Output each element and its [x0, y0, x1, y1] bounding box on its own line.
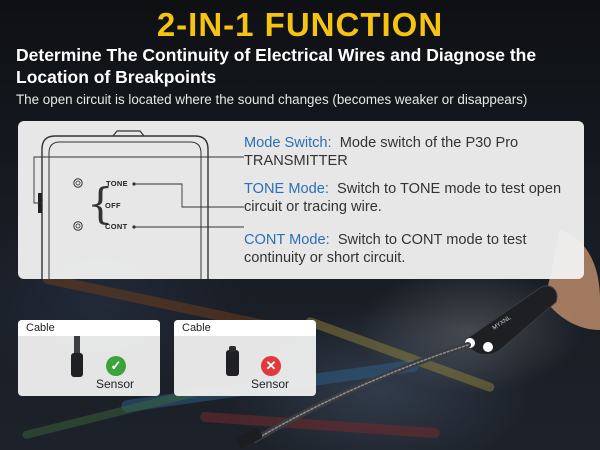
mode-switch-key: Mode Switch: [244, 135, 332, 151]
page-subtitle: Determine The Continuity of Electrical W… [16, 45, 537, 87]
cross-icon: ✕ [261, 356, 281, 376]
cont-indicator [73, 221, 83, 231]
tone-indicator [73, 178, 83, 188]
correct-usage-card: Cable ✓ Sensor [18, 320, 160, 396]
sensor-label: Sensor [96, 377, 135, 391]
device-inner-outline [48, 141, 202, 279]
off-label: OFF [105, 201, 121, 210]
card-header [18, 320, 160, 336]
probe-light [483, 342, 493, 352]
probe-angled-illustration [226, 346, 239, 376]
cable-label: Cable [182, 322, 211, 334]
tone-mode-text: Switch to TONE mode to test open circuit… [244, 181, 562, 215]
probe-vertical-illustration [71, 336, 83, 377]
probe-shaft [74, 336, 80, 356]
device-top-notch [112, 130, 145, 137]
switch-brace: { [87, 179, 114, 228]
cable-label: Cable [26, 322, 55, 334]
probe-tip [235, 427, 263, 449]
tone-leader-line [134, 183, 244, 208]
cont-mode-key: CONT Mode: [244, 232, 330, 248]
cont-label: CONT [105, 222, 128, 231]
cont-indicator-inner [75, 223, 81, 229]
cont-mode-text: Switch to CONT mode to test continuity o… [244, 232, 527, 266]
sensor-label: Sensor [251, 377, 290, 391]
check-icon: ✓ [106, 356, 126, 376]
probe-flex-cable-highlight [254, 344, 469, 441]
page-title: 2-IN-1 FUNCTION [156, 6, 444, 43]
mode-switch-text: Mode switch of the P30 Pro TRANSMITTER [244, 135, 519, 169]
probe-cap [229, 346, 236, 352]
card-header [174, 320, 316, 336]
mode-panel: { TONE OFF CONT Mode Switch: Mode switch… [18, 121, 584, 279]
tone-mode-key: TONE Mode: [244, 181, 329, 197]
probe-head [226, 350, 239, 376]
tone-indicator-inner [75, 180, 81, 186]
tone-label: TONE [106, 179, 128, 188]
open-circuit-note: The open circuit is located where the so… [16, 92, 528, 107]
probe-body [464, 285, 558, 356]
switch-leader-line [33, 156, 244, 204]
transmitter-diagram: { [33, 130, 244, 279]
device-outline [41, 135, 209, 279]
incorrect-usage-card: Cable ✕ Sensor [174, 320, 316, 396]
cont-mode-desc: CONT Mode: Switch to CONT mode to test c… [244, 231, 564, 267]
probe-head [71, 353, 83, 377]
tone-mode-desc: TONE Mode: Switch to TONE mode to test o… [244, 180, 564, 216]
mode-switch-desc: Mode Switch: Mode switch of the P30 Pro … [244, 134, 574, 170]
